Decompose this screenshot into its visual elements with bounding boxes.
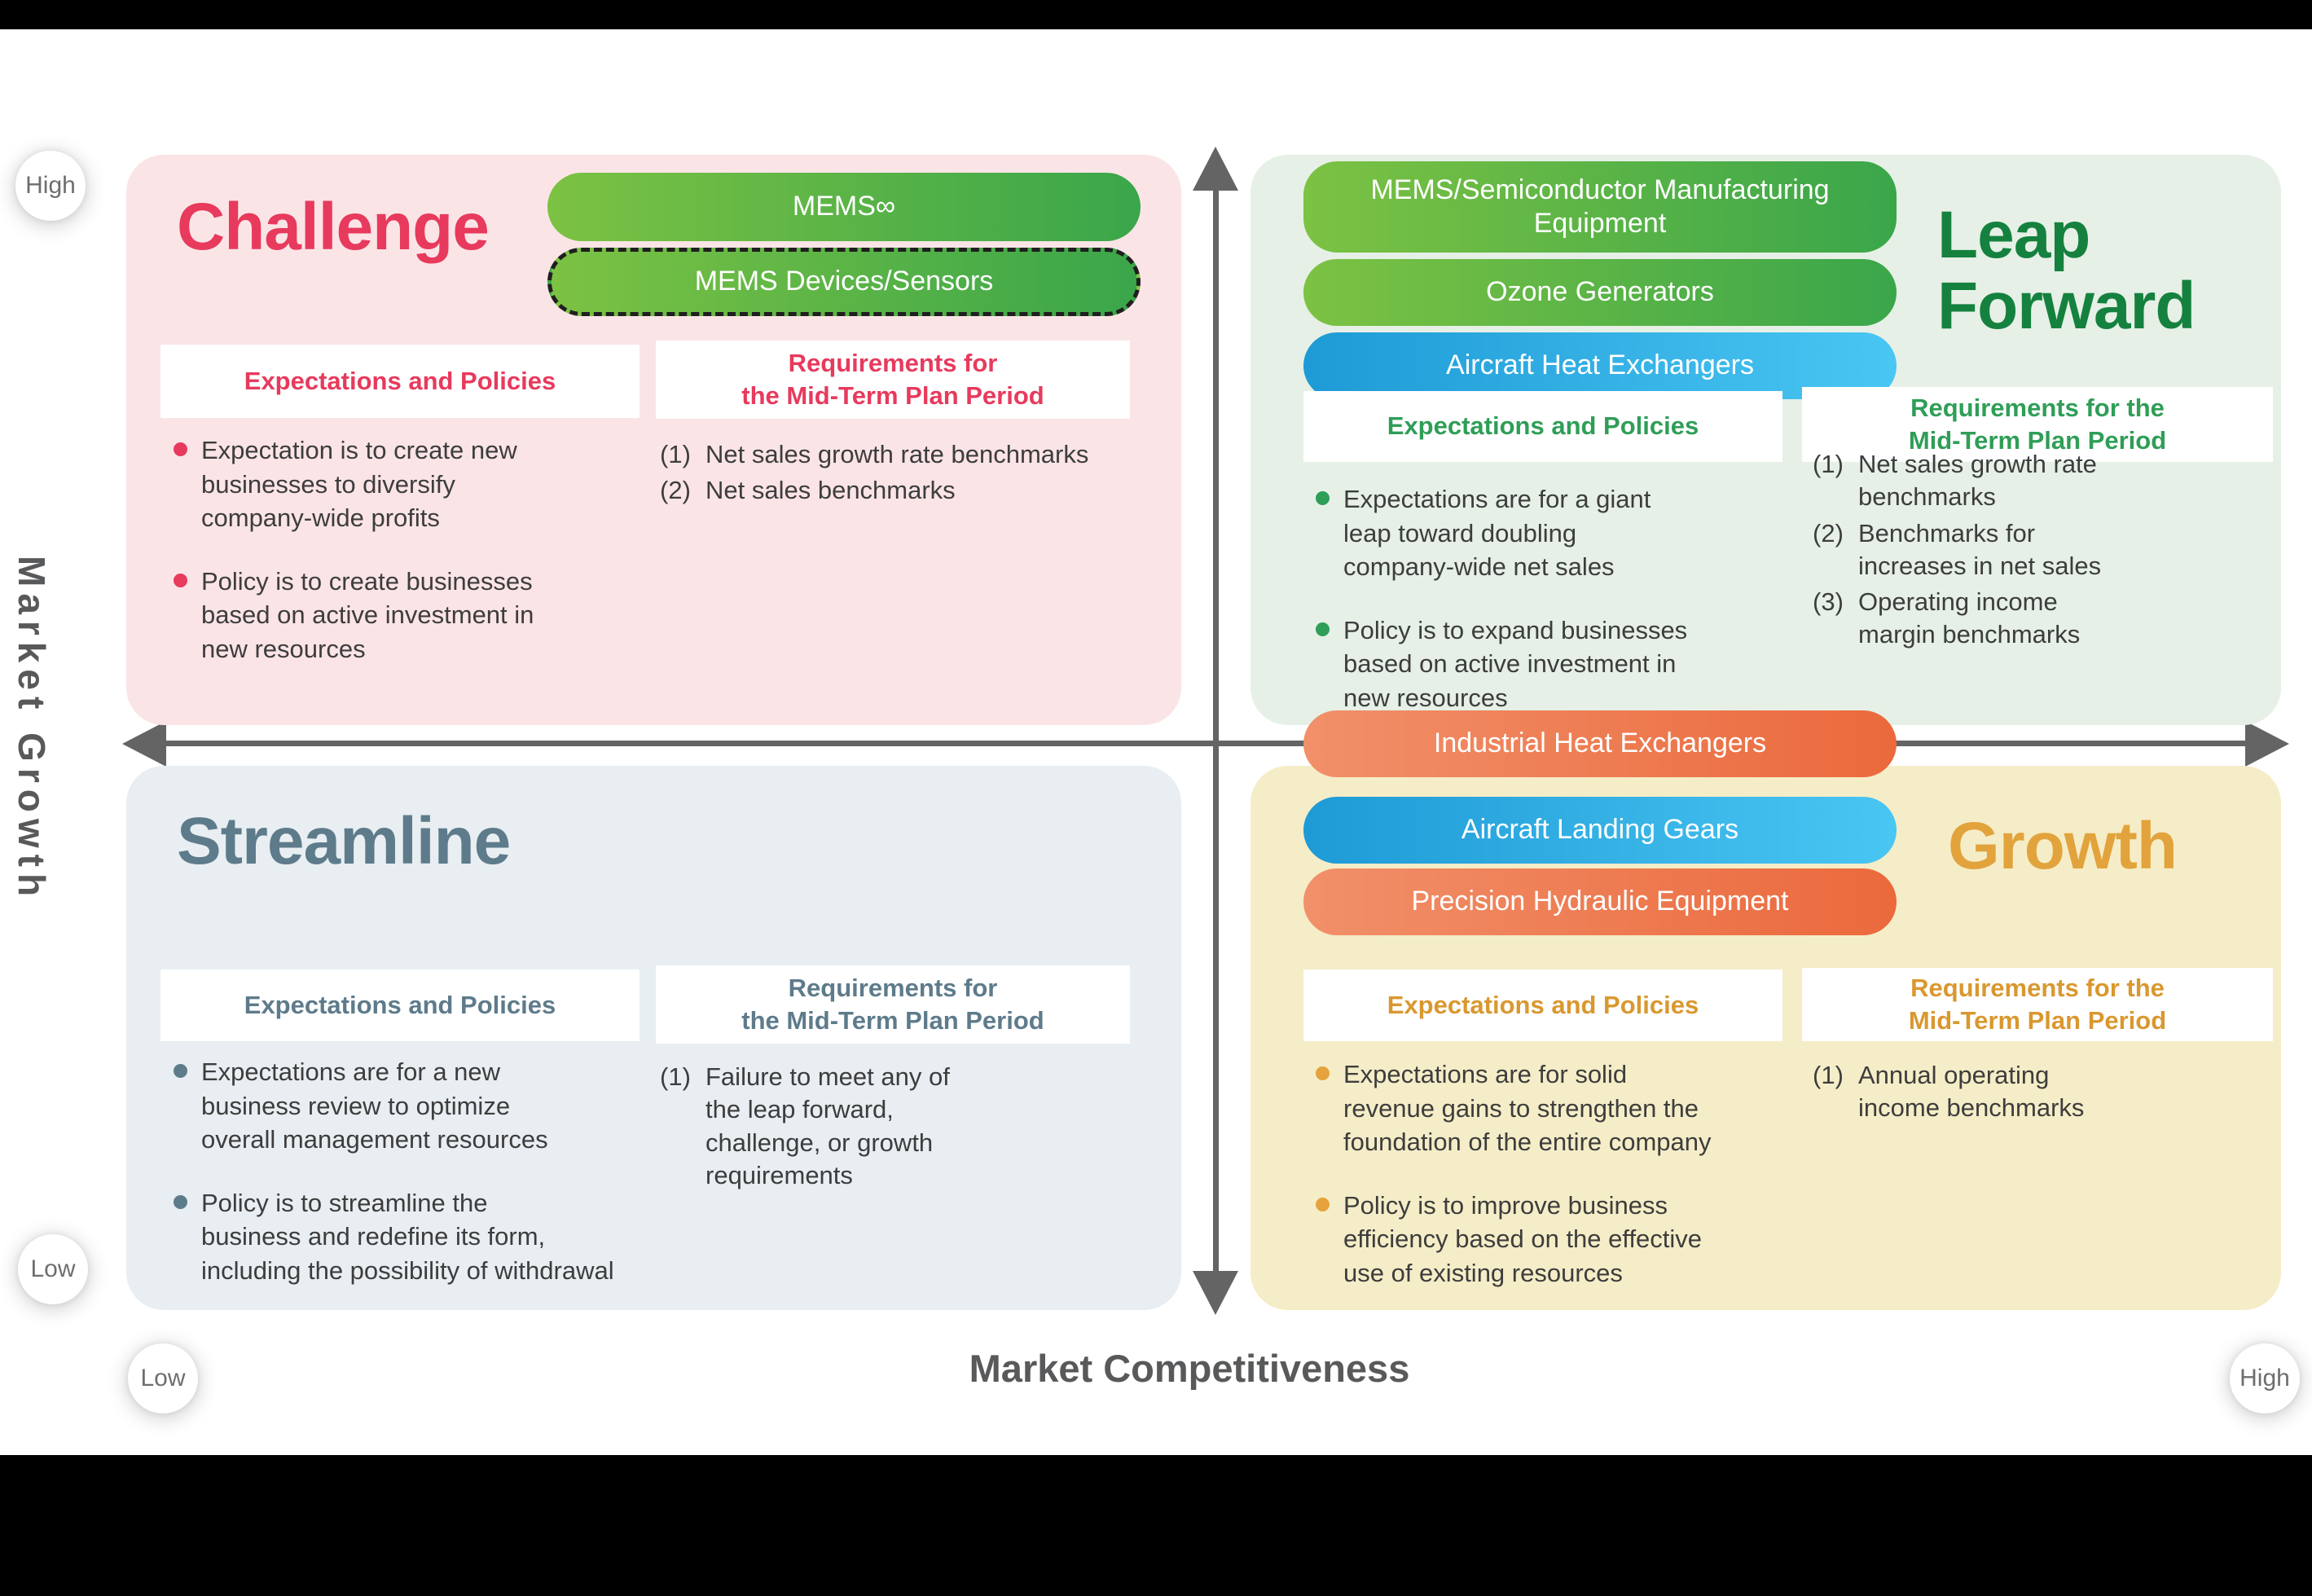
y-axis-high-label: High <box>25 172 76 199</box>
leap-requirements-list: (1) Net sales growth rate benchmarks (2)… <box>1813 448 2101 652</box>
expectation-text: Policy is to improve business efficiency… <box>1343 1190 1703 1287</box>
expectation-bullet: Policy is to improve business efficiency… <box>1316 1189 1712 1290</box>
leap-forward-title: Leap Forward <box>1937 198 2196 343</box>
requirement-text: Net sales growth rate benchmarks <box>705 440 1089 468</box>
requirement-text: Annual operating income benchmarks <box>1858 1061 2085 1123</box>
bullet-dot-icon <box>1316 1066 1330 1080</box>
challenge-expectations-header: Expectations and Policies <box>160 345 640 418</box>
requirement-number: (1) <box>1813 450 1844 478</box>
expectation-bullet: Policy is to streamline the business and… <box>174 1186 614 1288</box>
leap-expectations-header: Expectations and Policies <box>1303 391 1782 462</box>
vertical-axis-line <box>1213 186 1219 1276</box>
requirement-item: (2) Benchmarks for increases in net sale… <box>1813 517 2101 583</box>
requirement-number: (2) <box>1813 518 1844 547</box>
product-pill-mems-semiconductor-equipment: MEMS/Semiconductor Manufacturing Equipme… <box>1303 161 1897 253</box>
y-axis-low-label: Low <box>30 1255 76 1282</box>
bullet-dot-icon <box>1316 491 1330 505</box>
bullet-dot-icon <box>1316 1197 1330 1211</box>
leap-expectations-list: Expectations are for a giant leap toward… <box>1316 482 1687 714</box>
y-axis-high-badge: High <box>15 151 86 221</box>
expectation-bullet: Expectations are for a giant leap toward… <box>1316 482 1687 584</box>
product-pill-aircraft-heat-exchangers: Aircraft Heat Exchangers <box>1303 332 1897 399</box>
y-axis-low-badge: Low <box>18 1234 88 1304</box>
challenge-requirements-header: Requirements for the Mid-Term Plan Perio… <box>656 341 1130 419</box>
streamline-requirements-header: Requirements for the Mid-Term Plan Perio… <box>656 965 1130 1044</box>
expectation-text: Policy is to expand businesses based on … <box>1343 615 1688 712</box>
expectation-text: Expectations are for a new business revi… <box>201 1057 548 1154</box>
requirement-number: (1) <box>660 1062 691 1091</box>
requirement-item: (1) Net sales growth rate benchmarks <box>1813 448 2101 514</box>
horizontal-axis-line <box>158 741 2248 746</box>
requirement-text: Operating income margin benchmarks <box>1858 587 2081 649</box>
expectation-text: Policy is to streamline the business and… <box>201 1188 614 1285</box>
requirement-number: (3) <box>1813 587 1844 617</box>
product-pill-industrial-heat-exchangers: Industrial Heat Exchangers <box>1303 710 1897 777</box>
streamline-expectations-list: Expectations are for a new business revi… <box>174 1055 614 1287</box>
requirement-item: (1) Net sales growth rate benchmarks <box>660 438 1088 471</box>
leap-requirements-header: Requirements for the Mid-Term Plan Perio… <box>1802 387 2273 462</box>
letterbox-bottom <box>0 1455 2312 1596</box>
requirement-text: Benchmarks for increases in net sales <box>1858 518 2102 580</box>
requirement-text: Failure to meet any of the leap forward,… <box>705 1062 950 1189</box>
arrow-down-icon <box>1193 1271 1238 1315</box>
bullet-dot-icon <box>174 573 187 587</box>
growth-title: Growth <box>1948 809 2178 883</box>
requirement-item: (2) Net sales benchmarks <box>660 474 1088 507</box>
expectation-bullet: Expectations are for a new business revi… <box>174 1055 614 1157</box>
expectation-bullet: Policy is to expand businesses based on … <box>1316 613 1687 715</box>
requirement-text: Net sales growth rate benchmarks <box>1858 450 2097 512</box>
expectation-bullet: Policy is to create businesses based on … <box>174 565 534 666</box>
expectation-bullet: Expectation is to create new businesses … <box>174 433 534 535</box>
bullet-dot-icon <box>174 1194 187 1209</box>
bullet-dot-icon <box>174 1064 187 1078</box>
requirement-number: (2) <box>660 476 691 505</box>
streamline-title: Streamline <box>177 804 511 878</box>
growth-expectations-list: Expectations are for solid revenue gains… <box>1316 1057 1712 1290</box>
arrow-left-icon <box>122 721 166 767</box>
challenge-requirements-list: (1) Net sales growth rate benchmarks (2)… <box>660 438 1088 508</box>
expectation-text: Expectations are for solid revenue gains… <box>1343 1060 1712 1157</box>
x-axis-high-label: High <box>2239 1365 2290 1392</box>
quadrant-leap-forward: MEMS/Semiconductor Manufacturing Equipme… <box>1251 155 2281 725</box>
expectation-text: Expectations are for a giant leap toward… <box>1343 485 1651 582</box>
expectation-bullet: Expectations are for solid revenue gains… <box>1316 1057 1712 1159</box>
arrow-right-icon <box>2245 721 2289 767</box>
challenge-title: Challenge <box>177 190 490 264</box>
arrow-up-icon <box>1193 147 1238 191</box>
growth-expectations-header: Expectations and Policies <box>1303 969 1782 1041</box>
x-axis-low-badge: Low <box>128 1343 198 1414</box>
product-pill-aircraft-landing-gears: Aircraft Landing Gears <box>1303 797 1897 864</box>
y-axis-title: Market Growth <box>11 555 53 904</box>
x-axis-low-label: Low <box>140 1365 186 1392</box>
growth-requirements-header: Requirements for the Mid-Term Plan Perio… <box>1802 968 2273 1041</box>
product-pill-mems-devices-sensors: MEMS Devices/Sensors <box>547 248 1141 316</box>
requirement-item: (3) Operating income margin benchmarks <box>1813 586 2101 652</box>
streamline-requirements-list: (1) Failure to meet any of the leap forw… <box>660 1061 950 1192</box>
product-pill-precision-hydraulic-equipment: Precision Hydraulic Equipment <box>1303 868 1897 935</box>
quadrant-growth: Industrial Heat Exchangers Aircraft Land… <box>1251 710 2281 1310</box>
requirement-item: (1) Failure to meet any of the leap forw… <box>660 1061 950 1192</box>
expectation-text: Expectation is to create new businesses … <box>201 436 517 533</box>
challenge-expectations-list: Expectation is to create new businesses … <box>174 433 534 666</box>
letterbox-top <box>0 0 2312 29</box>
growth-requirements-list: (1) Annual operating income benchmarks <box>1813 1059 2084 1125</box>
quadrant-streamline: Streamline Expectations and Policies Req… <box>126 766 1181 1310</box>
quadrant-challenge: Challenge MEMS∞ MEMS Devices/Sensors Exp… <box>126 155 1181 725</box>
streamline-expectations-header: Expectations and Policies <box>160 969 640 1041</box>
expectation-text: Policy is to create businesses based on … <box>201 566 534 663</box>
requirement-number: (1) <box>1813 1061 1844 1089</box>
requirement-number: (1) <box>660 440 691 468</box>
product-pill-ozone-generators: Ozone Generators <box>1303 259 1897 326</box>
product-pill-mems-infinity: MEMS∞ <box>547 173 1141 241</box>
bullet-dot-icon <box>1316 622 1330 636</box>
x-axis-high-badge: High <box>2230 1343 2300 1414</box>
bullet-dot-icon <box>174 442 187 456</box>
requirement-text: Net sales benchmarks <box>705 476 956 505</box>
x-axis-title: Market Competitiveness <box>969 1347 1410 1390</box>
requirement-item: (1) Annual operating income benchmarks <box>1813 1059 2084 1125</box>
